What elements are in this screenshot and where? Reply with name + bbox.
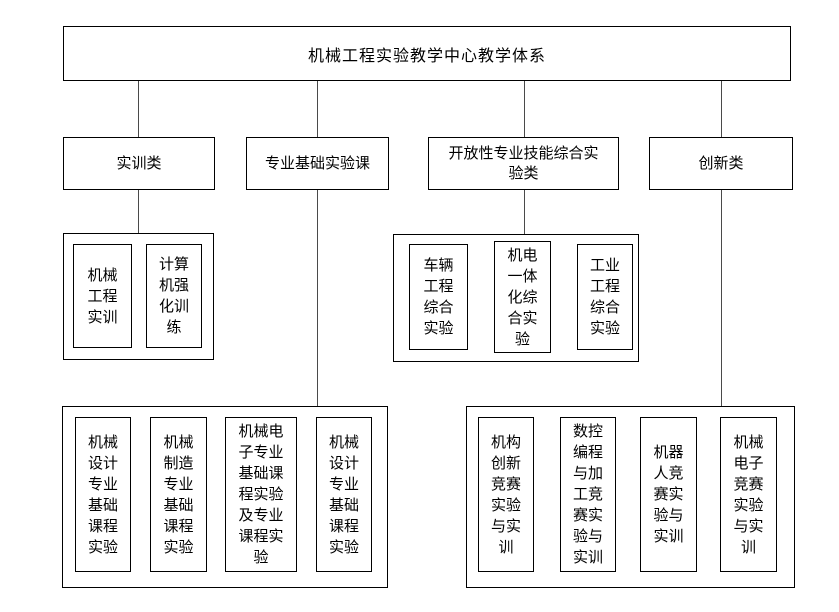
leaf-node: 机构 创新 竞赛 实验 与实 训 — [478, 417, 534, 572]
connector-line — [138, 190, 139, 233]
leaf-node: 数控 编程 与加 工竞 赛实 验与 实训 — [560, 417, 616, 572]
connector-line — [138, 81, 139, 137]
connector-line — [524, 190, 525, 234]
leaf-node: 机械 设计 专业 基础 课程 实验 — [75, 417, 131, 572]
root-node: 机械工程实验教学中心教学体系 — [63, 26, 791, 81]
category-node-basic-course: 专业基础实验课 — [246, 137, 389, 190]
connector-line — [317, 190, 318, 406]
category-node-training: 实训类 — [63, 137, 215, 190]
leaf-node: 车辆 工程 综合 实验 — [409, 244, 468, 350]
leaf-node: 计算 机强 化训 练 — [146, 244, 202, 348]
category-node-innovation: 创新类 — [649, 137, 793, 190]
category-node-open-skills: 开放性专业技能综合实 验类 — [428, 137, 619, 190]
connector-line — [317, 81, 318, 137]
leaf-node: 机械 设计 专业 基础 课程 实验 — [316, 417, 372, 572]
connector-line — [721, 81, 722, 137]
leaf-node: 机械 工程 实训 — [73, 244, 132, 348]
leaf-node: 机械电 子专业 基础课 程实验 及专业 课程实 验 — [225, 417, 297, 572]
connector-line — [524, 81, 525, 137]
leaf-node: 机械 制造 专业 基础 课程 实验 — [150, 417, 207, 572]
leaf-node: 机器 人竞 赛实 验与 实训 — [640, 417, 697, 572]
connector-line — [721, 190, 722, 406]
leaf-node: 机电 一体 化综 合实 验 — [494, 241, 551, 353]
leaf-node: 工业 工程 综合 实验 — [577, 244, 633, 350]
leaf-node: 机械 电子 竞赛 实验 与实 训 — [720, 417, 777, 572]
